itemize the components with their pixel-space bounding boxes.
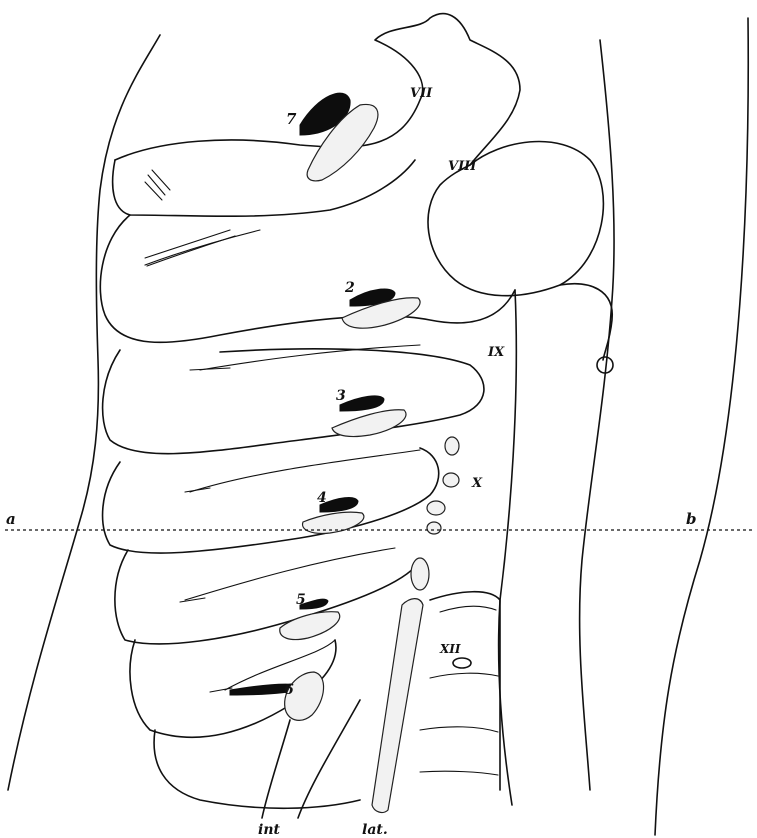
lateral-cord <box>372 599 423 813</box>
xii-strata-2 <box>430 673 498 678</box>
intermediate-cord-left <box>262 720 290 818</box>
label-xii: XII <box>439 642 461 656</box>
otic-duct <box>560 284 612 360</box>
left-outline <box>8 35 160 790</box>
label-2: 2 <box>344 280 355 296</box>
xii-nucleus <box>453 658 471 668</box>
fibers-vii-1 <box>145 170 170 200</box>
label-int: int <box>258 822 280 838</box>
label-7: 7 <box>286 110 297 128</box>
nodule-3 <box>427 501 445 515</box>
arch-4 <box>103 448 439 553</box>
label-ix: IX <box>487 345 505 360</box>
label-5: 5 <box>296 592 306 608</box>
label-6: 6 <box>284 682 294 698</box>
arch-5 <box>115 550 420 644</box>
nodule-1 <box>445 437 459 455</box>
label-3: 3 <box>336 388 346 404</box>
pouch-3 <box>340 396 384 411</box>
arch-base <box>154 730 360 808</box>
nodule-2 <box>443 473 459 487</box>
groove-3 <box>190 450 420 492</box>
brain-outline-upper <box>115 14 520 165</box>
trunk-outline <box>499 290 517 805</box>
groove-4 <box>185 548 395 600</box>
label-viii: VIII <box>448 159 477 174</box>
label-lat: lat. <box>362 822 388 838</box>
nodule-5 <box>411 558 429 590</box>
brain-outline-lower <box>113 160 415 216</box>
xii-region-outline <box>430 592 500 790</box>
nodule-4 <box>427 522 441 534</box>
label-x: X <box>471 476 483 491</box>
right-outline <box>655 18 748 835</box>
label-4: 4 <box>317 490 327 506</box>
ganglion-3 <box>332 410 406 437</box>
xii-strata-4 <box>420 771 498 775</box>
arch-3 <box>103 349 484 454</box>
label-a: a <box>6 510 16 528</box>
label-b: b <box>686 510 697 528</box>
groove-0 <box>145 230 260 265</box>
inner-right-outline <box>580 40 614 790</box>
xii-strata-3 <box>420 727 498 732</box>
xii-strata-1 <box>440 606 496 612</box>
label-vii: VII <box>410 86 433 101</box>
ganglion-5 <box>280 612 340 640</box>
